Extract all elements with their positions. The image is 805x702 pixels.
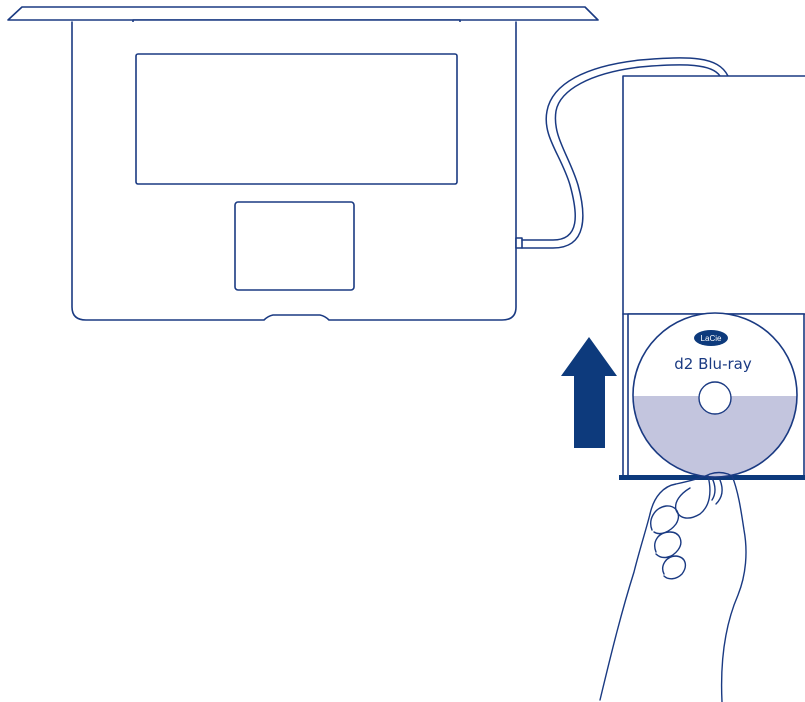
laptop-keyboard-area	[135, 53, 458, 185]
hand-finger-tips	[711, 477, 723, 505]
laptop	[7, 6, 599, 321]
hand-palm	[649, 471, 733, 515]
lacie-logo-icon: LaCie	[694, 330, 728, 346]
hand-fingers	[650, 505, 687, 580]
hand-thumb	[674, 475, 711, 519]
hand	[599, 471, 747, 702]
hand-wrist	[599, 475, 747, 702]
drive-body	[622, 75, 805, 315]
disc-label: d2 Blu-ray	[674, 355, 752, 373]
laptop-trackpad	[234, 201, 355, 291]
disc-brand-text: LaCie	[701, 334, 722, 343]
disc-outline	[632, 312, 798, 478]
laptop-lid-edge	[7, 6, 599, 21]
disc-hub-hole	[698, 381, 732, 415]
usb-cable	[521, 57, 729, 249]
arrow-up-icon	[561, 337, 617, 448]
laptop-port	[515, 237, 523, 249]
